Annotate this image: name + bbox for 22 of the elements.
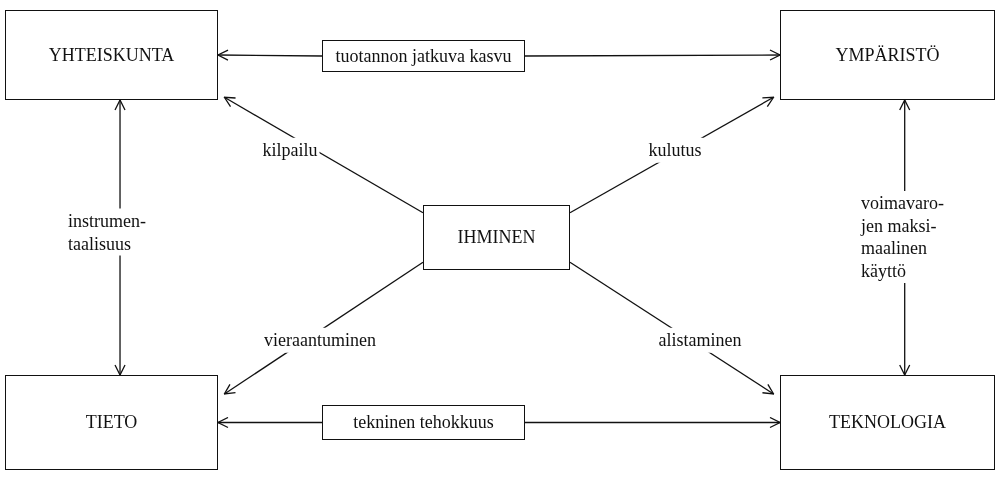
edge-label: kulutus [646,137,704,163]
concept-box [322,40,525,72]
arrow [524,416,781,429]
arrow [217,416,323,429]
edge-label: alistaminen [656,327,744,353]
node-label: TIETO [85,412,138,433]
concept-box [780,375,995,470]
node-label: TEKNOLOGIA [829,412,946,433]
concept-box [5,10,218,100]
node-label: tekninen tehokkuus [353,412,494,433]
edge-label: vieraantuminen [262,327,378,353]
concept-box [423,205,570,270]
concept-box [5,375,218,470]
arrow [217,49,323,61]
node-label: YHTEISKUNTA [48,44,175,66]
concept-box [780,10,995,100]
concept-box [322,405,525,440]
node-label: YMPÄRISTÖ [835,44,940,66]
arrow [524,49,781,61]
node-label: IHMINEN [457,227,536,248]
edge-label: kilpailu [260,137,320,163]
node-label: tuotannon jatkuva kasvu [335,45,512,67]
